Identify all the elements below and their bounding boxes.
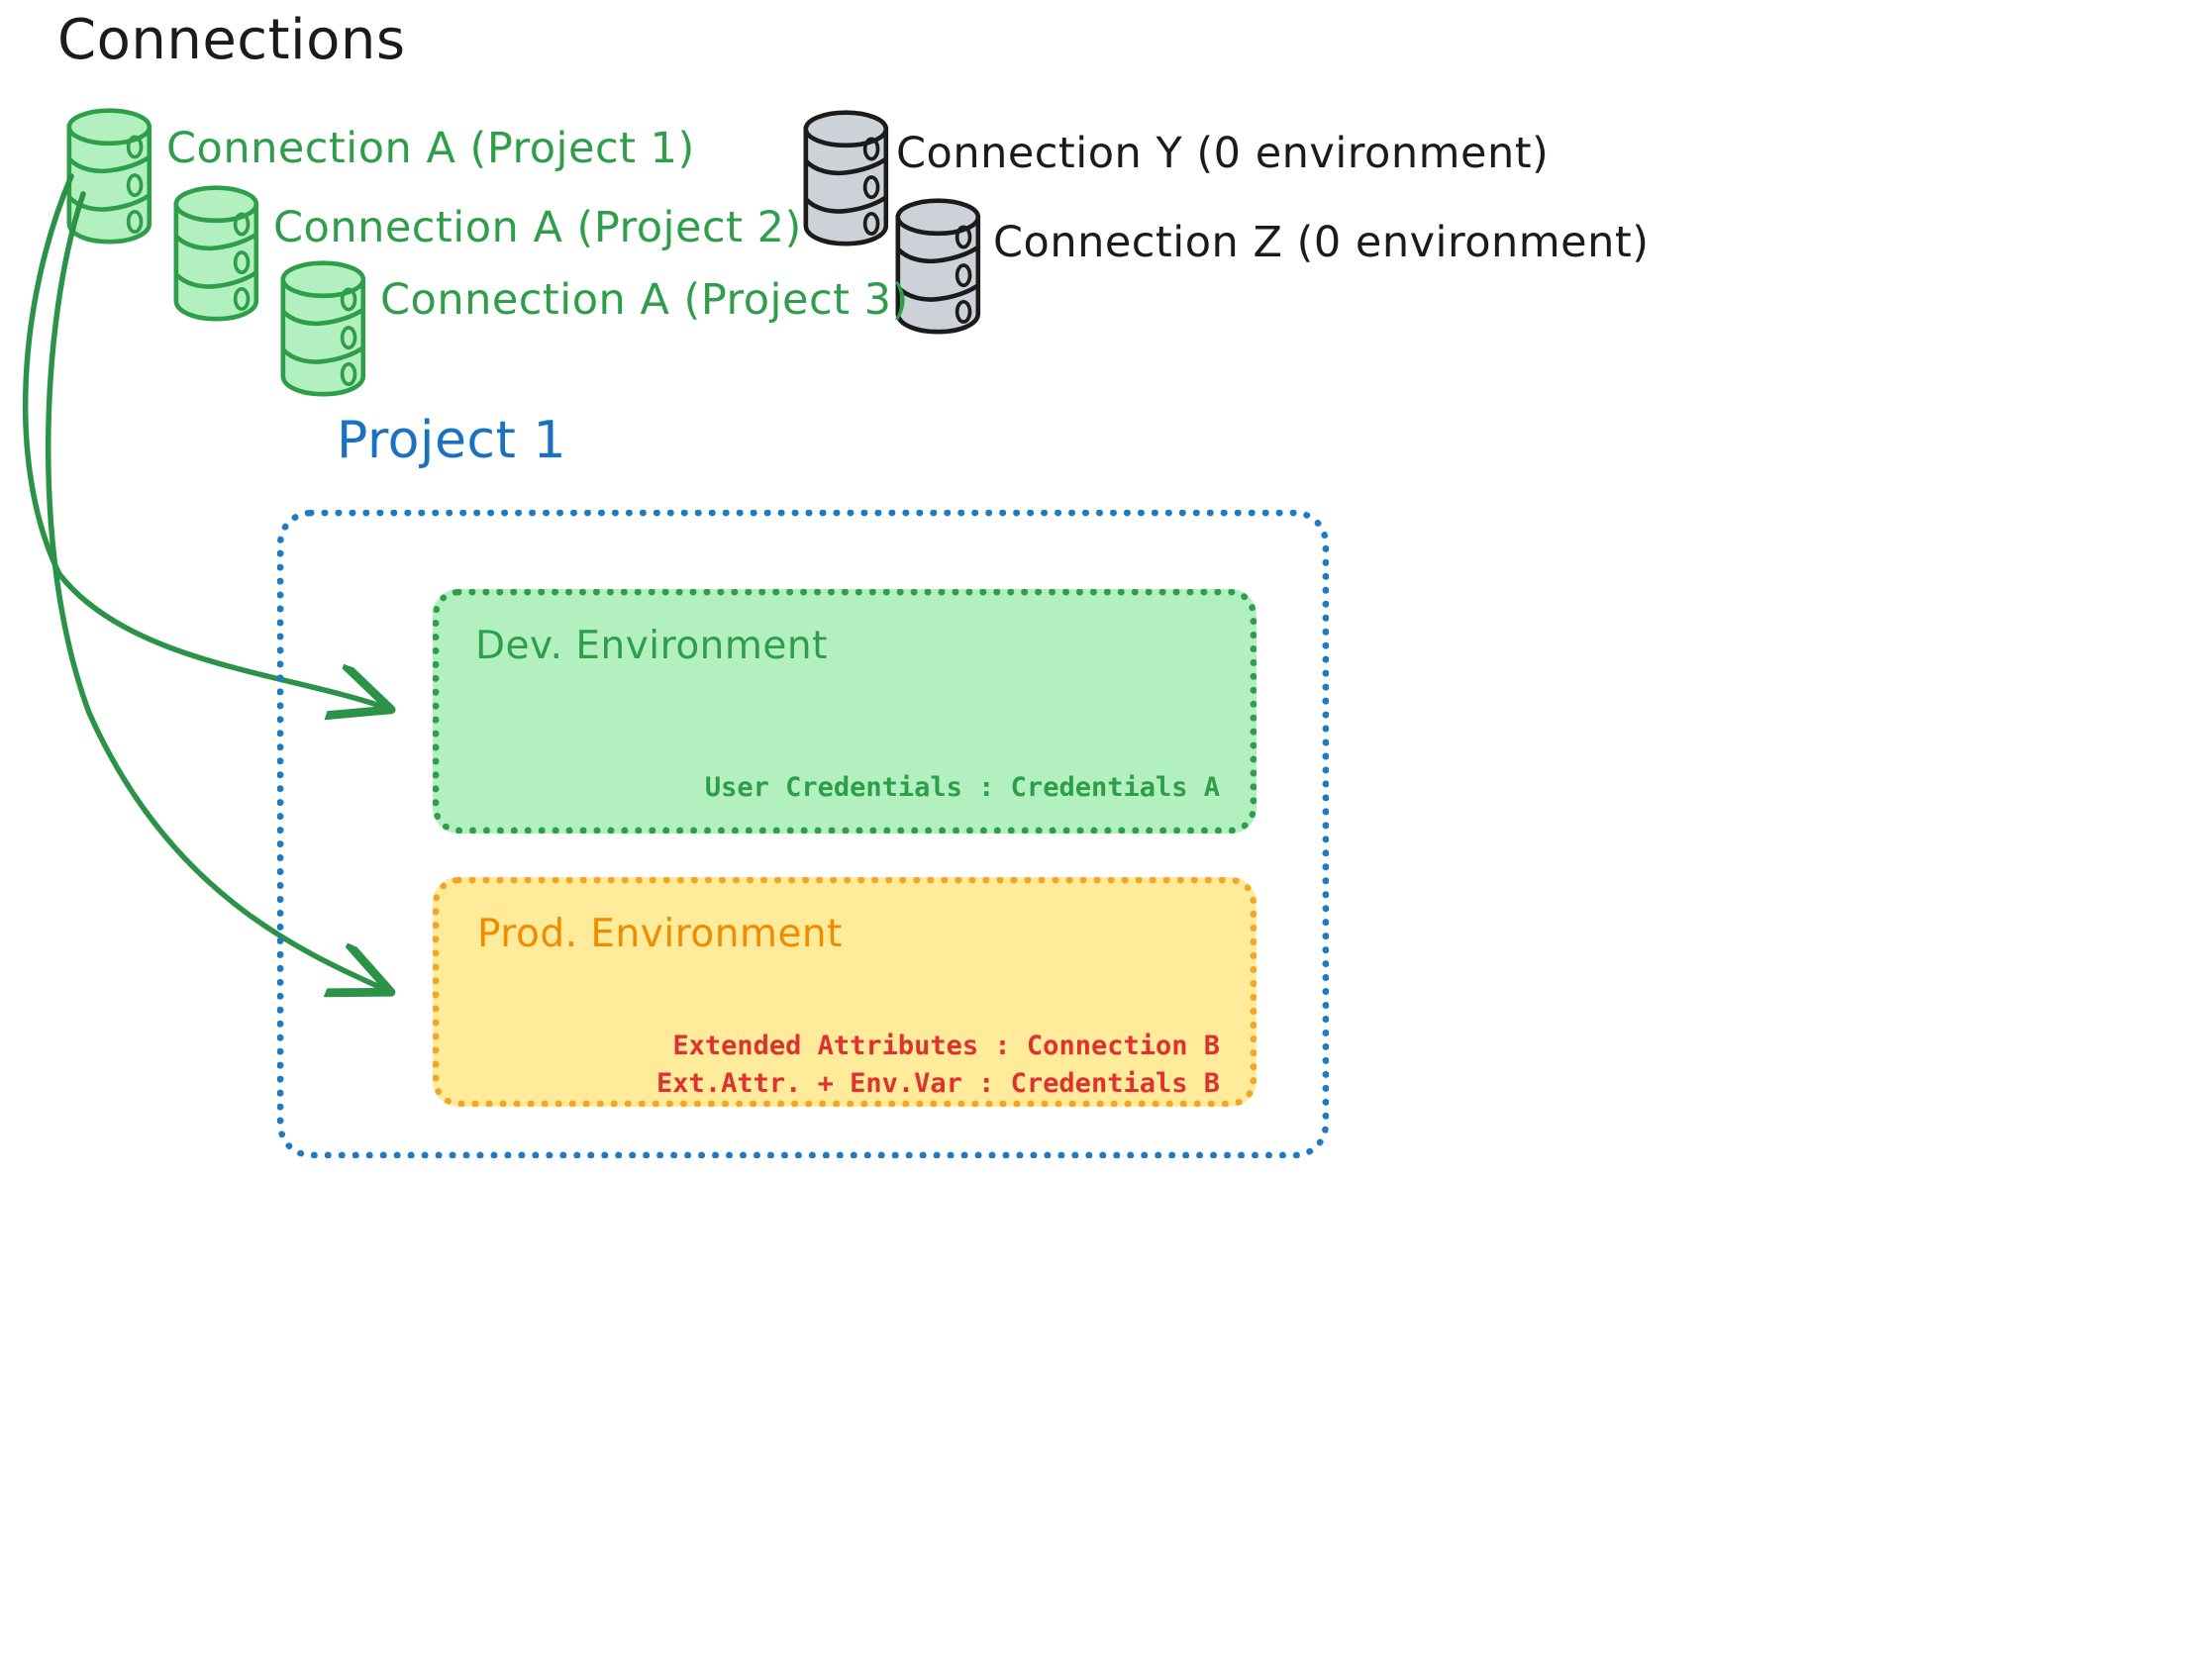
dev-environment-box: Dev. Environment User Credentials : Cred… — [433, 589, 1257, 834]
page-title: Connections — [57, 8, 406, 72]
project-title: Project 1 — [337, 411, 567, 470]
dev-user-credentials: User Credentials : Credentials A — [704, 772, 1220, 803]
prod-ext-attr-env-var: Ext.Attr. + Env.Var : Credentials B — [656, 1068, 1220, 1099]
database-icon-connection-a-project-2 — [176, 188, 256, 319]
database-icon-connection-a-project-1 — [69, 111, 150, 242]
database-icon-connection-a-project-3 — [283, 263, 363, 394]
database-icon-connection-y — [806, 113, 886, 244]
connection-label-a-project-2: Connection A (Project 2) — [273, 203, 802, 252]
dev-environment-title: Dev. Environment — [475, 624, 828, 668]
prod-environment-title: Prod. Environment — [477, 912, 843, 956]
connection-label-a-project-3: Connection A (Project 3) — [380, 275, 909, 325]
database-icon-connection-z — [898, 201, 978, 332]
connection-label-y: Connection Y (0 environment) — [896, 129, 1550, 178]
connection-label-a-project-1: Connection A (Project 1) — [166, 124, 695, 173]
connection-label-z: Connection Z (0 environment) — [993, 218, 1650, 267]
project-container: Dev. Environment User Credentials : Cred… — [277, 510, 1329, 1158]
prod-environment-box: Prod. Environment Extended Attributes : … — [433, 877, 1257, 1107]
prod-extended-attributes: Extended Attributes : Connection B — [672, 1031, 1220, 1061]
